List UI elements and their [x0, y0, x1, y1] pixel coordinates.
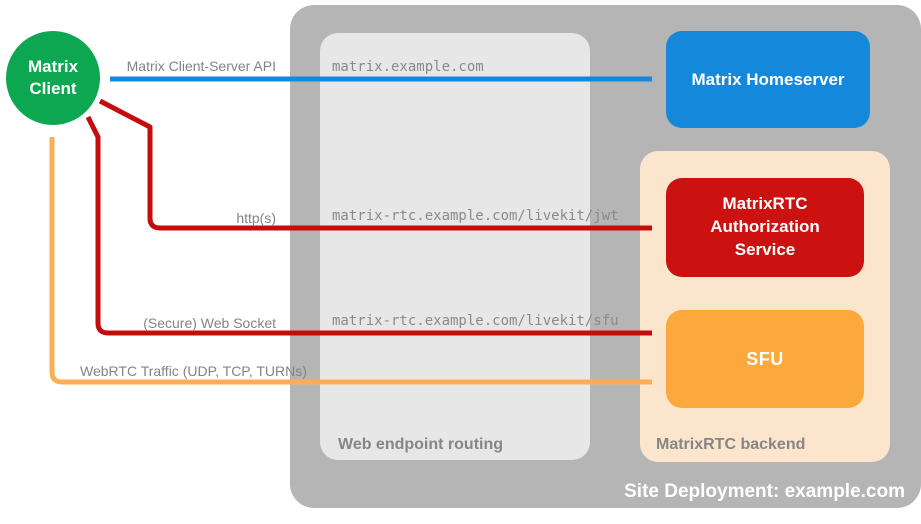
route-jwt-url: matrix-rtc.example.com/livekit/jwt [332, 208, 619, 224]
webrtc-traffic-arrow-label: WebRTC Traffic (UDP, TCP, TURNs) [80, 363, 307, 379]
site-deployment-label: Site Deployment: example.com [624, 481, 905, 502]
matrixrtc-auth-service-node: MatrixRTC Authorization Service [666, 178, 864, 277]
matrixrtc-auth-service-label: MatrixRTC Authorization Service [710, 194, 820, 259]
matrix-client-node: Matrix Client [6, 31, 100, 125]
route-homeserver-url: matrix.example.com [332, 59, 484, 75]
sfu-label: SFU [746, 348, 784, 369]
sfu-node: SFU [666, 310, 864, 408]
https-arrow-label: http(s) [236, 210, 276, 226]
matrix-homeserver-node: Matrix Homeserver [666, 31, 870, 128]
web-endpoint-routing-zone [320, 33, 590, 460]
websocket-arrow-label: (Secure) Web Socket [143, 315, 276, 331]
matrix-client-label: Matrix Client [27, 56, 79, 98]
matrixrtc-backend-label: MatrixRTC backend [656, 436, 806, 453]
route-sfu-url: matrix-rtc.example.com/livekit/sfu [332, 313, 619, 329]
web-endpoint-routing-label: Web endpoint routing [338, 436, 504, 453]
client-server-api-arrow-label: Matrix Client-Server API [126, 58, 276, 74]
matrix-homeserver-label: Matrix Homeserver [691, 69, 845, 89]
